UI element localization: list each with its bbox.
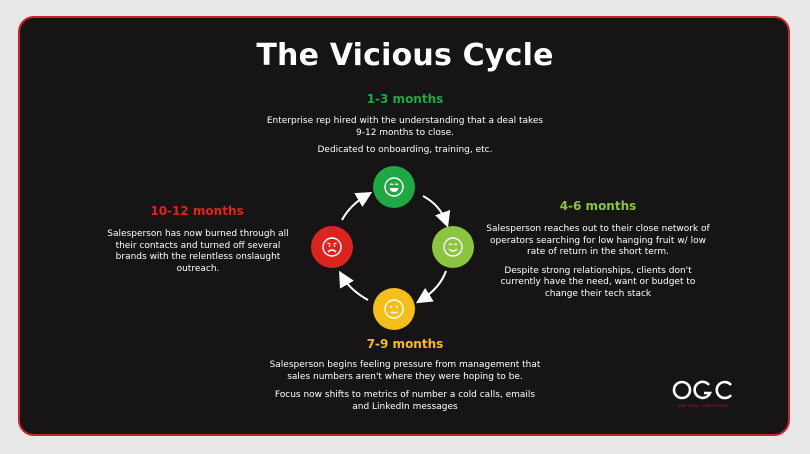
arrow-bottom-to-left bbox=[339, 270, 369, 301]
phase-3-heading: 7-9 months bbox=[366, 337, 444, 351]
phase-4-description: Salesperson has now burned through all t… bbox=[100, 229, 296, 275]
phase-1-heading: 1-3 months bbox=[366, 92, 444, 106]
phase-2-line: operators searching for low hanging frui… bbox=[490, 235, 706, 246]
page-title: The Vicious Cycle bbox=[256, 38, 554, 73]
sad-face-icon bbox=[322, 237, 342, 257]
phase-2-line: Salesperson reaches out to their close n… bbox=[486, 224, 710, 234]
phase-3-line: sales numbers aren't where they were hop… bbox=[287, 371, 523, 382]
phase-1-circle bbox=[373, 166, 415, 208]
phase-3-line: and LinkedIn messages bbox=[352, 401, 458, 412]
phase-2-line: rate of return in the short term. bbox=[527, 247, 669, 257]
phase-4-circle bbox=[311, 226, 353, 268]
arrow-right-to-bottom bbox=[415, 270, 447, 304]
smile-face-icon bbox=[443, 237, 463, 257]
phase-3-circle bbox=[373, 288, 415, 330]
phase-1-line: 9-12 months to close. bbox=[356, 127, 454, 138]
phase-2-line: Despite strong relationships, clients do… bbox=[504, 265, 692, 276]
phase-1-line: Dedicated to onboarding, training, etc. bbox=[317, 145, 493, 155]
phase-2-description: Salesperson reaches out to their close n… bbox=[478, 224, 718, 300]
phase-4-line: Salesperson has now burned through all bbox=[107, 229, 289, 239]
happy-face-icon bbox=[384, 177, 404, 197]
neutral-face-icon bbox=[384, 299, 404, 319]
phase-1-line: Enterprise rep hired with the understand… bbox=[266, 116, 544, 126]
arrow-left-to-top bbox=[341, 191, 373, 221]
phase-4-line: their contacts and turned off several bbox=[115, 240, 281, 251]
phase-2-line: currently have the need, want or budget … bbox=[500, 277, 696, 287]
phase-2-circle bbox=[432, 226, 474, 268]
phase-4-line: outreach. bbox=[176, 263, 220, 274]
arrow-top-to-right bbox=[422, 195, 451, 228]
ogc-logo: ONE GOAL CONSULTING bbox=[672, 376, 734, 412]
phase-4-line: brands with the relentless onslaught bbox=[115, 252, 281, 262]
phase-3-description: Salesperson begins feeling pressure from… bbox=[215, 360, 595, 413]
phase-1-description: Enterprise rep hired with the understand… bbox=[215, 116, 595, 157]
ogc-logo-mark: ONE GOAL CONSULTING bbox=[672, 380, 733, 408]
phase-3-line: Salesperson begins feeling pressure from… bbox=[269, 360, 541, 370]
phase-2-line: change their tech stack bbox=[544, 288, 652, 299]
svg-text:ONE GOAL CONSULTING: ONE GOAL CONSULTING bbox=[678, 404, 729, 408]
phase-4-heading: 10-12 months bbox=[150, 204, 244, 218]
diagram-card bbox=[18, 16, 790, 436]
phase-2-heading: 4-6 months bbox=[559, 199, 637, 213]
phase-3-line: Focus now shifts to metrics of number a … bbox=[274, 390, 536, 400]
